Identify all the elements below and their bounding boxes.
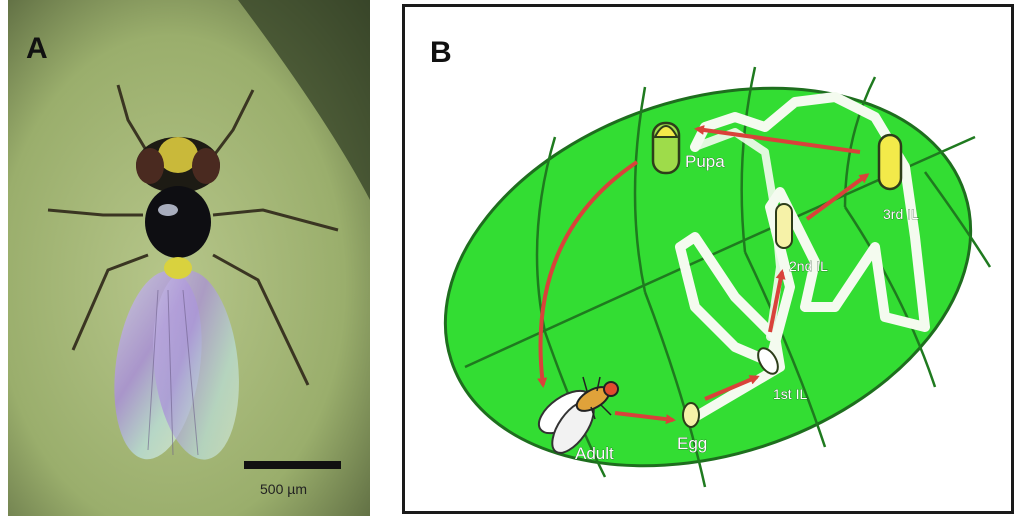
- right-eye: [192, 148, 220, 184]
- first-instar-label: 1st IL: [773, 386, 807, 402]
- fly-scutellum: [164, 257, 192, 279]
- fly-thorax: [145, 186, 211, 258]
- third-instar-label: 3rd IL: [883, 206, 919, 222]
- scale-bar-label: 500 µm: [260, 481, 307, 497]
- fly-photo: A 500 µm: [8, 0, 370, 516]
- egg-icon: [683, 403, 699, 427]
- panel-a-letter: A: [26, 32, 48, 65]
- adult-fly-head: [604, 382, 618, 396]
- scale-bar: [244, 461, 341, 469]
- adult-label: Adult: [575, 444, 614, 463]
- pupa-label: Pupa: [685, 152, 725, 171]
- egg-label: Egg: [677, 434, 707, 453]
- second-instar-label: 2nd IL: [789, 258, 828, 274]
- left-eye: [136, 148, 164, 184]
- second-instar-larva-icon: [776, 204, 792, 248]
- panel-b-letter: B: [430, 36, 452, 69]
- third-instar-larva-icon: [879, 135, 901, 189]
- fly-photo-panel: A 500 µm: [8, 0, 370, 516]
- thorax-highlight: [158, 204, 178, 216]
- life-cycle-diagram: B: [405, 7, 1011, 511]
- fly-frons: [158, 137, 198, 173]
- life-cycle-panel: B: [402, 4, 1014, 514]
